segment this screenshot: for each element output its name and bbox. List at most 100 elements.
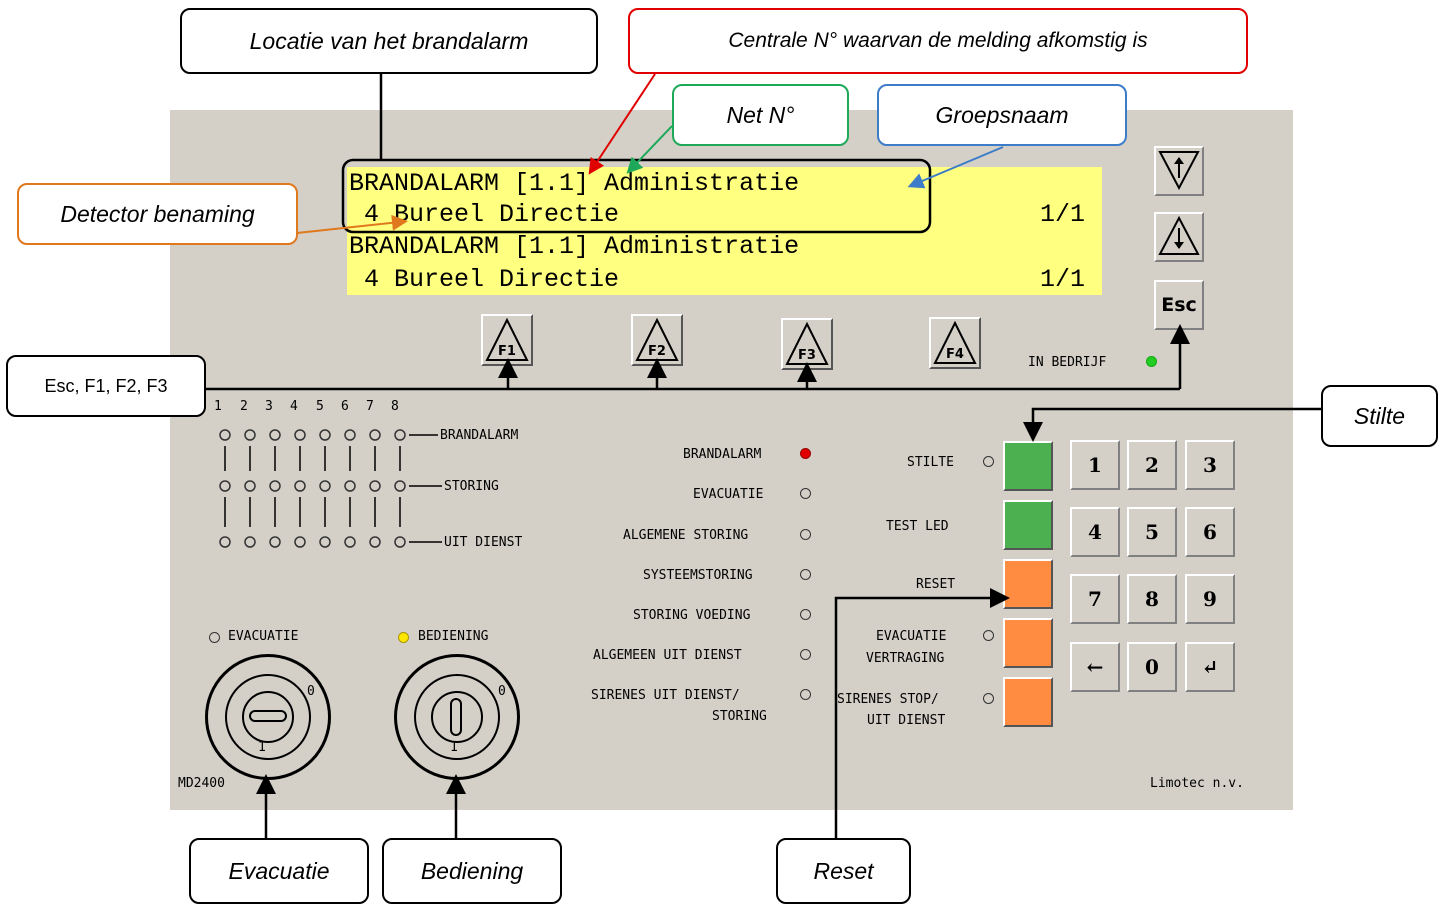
f2-label: F2 bbox=[648, 344, 666, 359]
ind-sirenes-label-1: SIRENES UIT DIENST/ bbox=[591, 688, 740, 703]
stilte-button[interactable] bbox=[1003, 441, 1053, 491]
key-slot-horizontal-icon bbox=[249, 710, 287, 722]
callout-detector: Detector benaming bbox=[17, 183, 298, 245]
zone-number-2: 2 bbox=[240, 399, 248, 414]
ind-sirenes-led bbox=[800, 689, 811, 700]
keypad-backspace[interactable]: ← bbox=[1070, 642, 1120, 692]
f1-button[interactable]: F1 bbox=[481, 314, 533, 366]
lcd-line-4: 4 Bureel Directie bbox=[349, 265, 620, 294]
f2-button[interactable]: F2 bbox=[631, 314, 683, 366]
stilte-led bbox=[983, 456, 994, 467]
ind-algemene-storing-label: ALGEMENE STORING bbox=[623, 528, 749, 543]
bediening-keyswitch[interactable] bbox=[394, 654, 520, 780]
reset-label: RESET bbox=[916, 577, 956, 592]
evac-vertraging-button[interactable] bbox=[1003, 618, 1053, 668]
keypad-9[interactable]: 9 bbox=[1185, 574, 1235, 624]
keypad-4[interactable]: 4 bbox=[1070, 507, 1120, 557]
callout-groep: Groepsnaam bbox=[877, 84, 1127, 146]
zone-number-4: 4 bbox=[290, 399, 298, 414]
lcd-line-1: BRANDALARM [1.1] Administratie bbox=[349, 169, 800, 198]
scroll-down-button[interactable] bbox=[1154, 212, 1204, 262]
keypad-0[interactable]: 0 bbox=[1127, 642, 1177, 692]
zone-number-3: 3 bbox=[265, 399, 273, 414]
ind-evacuatie-led bbox=[800, 488, 811, 499]
model-label: MD2400 bbox=[178, 776, 225, 791]
callout-locatie: Locatie van het brandalarm bbox=[180, 8, 598, 74]
f1-triangle-icon: F1 bbox=[485, 317, 529, 361]
reset-button[interactable] bbox=[1003, 559, 1053, 609]
lcd-line-3: BRANDALARM [1.1] Administratie bbox=[349, 232, 800, 261]
bediening-switch-label: BEDIENING bbox=[418, 629, 489, 644]
scroll-up-icon bbox=[1158, 151, 1200, 191]
ind-sirenes-label-2: STORING bbox=[712, 709, 767, 724]
callout-esc-f: Esc, F1, F2, F3 bbox=[6, 355, 206, 417]
evac-vertraging-led bbox=[983, 630, 994, 641]
ind-systeemstoring-led bbox=[800, 569, 811, 580]
f3-label: F3 bbox=[798, 348, 816, 363]
evacuatie-pos0: 0 bbox=[307, 684, 315, 699]
brand-label: Limotec n.v. bbox=[1150, 776, 1244, 791]
zone-number-7: 7 bbox=[366, 399, 374, 414]
zone-row-uitdienst-label: UIT DIENST bbox=[444, 535, 523, 550]
lcd-line-4-page: 1/1 bbox=[1040, 265, 1086, 294]
lcd-line-2: 4 Bureel Directie bbox=[349, 200, 620, 229]
evacuatie-keyswitch[interactable] bbox=[205, 654, 331, 780]
bediening-pos0: 0 bbox=[498, 684, 506, 699]
sirenes-stop-led bbox=[983, 693, 994, 704]
zone-row-storing-label: STORING bbox=[444, 479, 499, 494]
callout-evacuatie: Evacuatie bbox=[189, 838, 369, 904]
test-led-button[interactable] bbox=[1003, 500, 1053, 550]
sirenes-stop-label-2: UIT DIENST bbox=[867, 713, 946, 728]
keypad-8[interactable]: 8 bbox=[1127, 574, 1177, 624]
f4-triangle-icon: F4 bbox=[933, 320, 977, 364]
scroll-down-icon bbox=[1158, 215, 1200, 255]
callout-stilte: Stilte bbox=[1321, 385, 1438, 447]
callout-bediening: Bediening bbox=[382, 838, 562, 904]
f4-button[interactable]: F4 bbox=[929, 317, 981, 369]
keypad-enter[interactable]: ↵ bbox=[1185, 642, 1235, 692]
keypad-3[interactable]: 3 bbox=[1185, 440, 1235, 490]
scroll-up-button[interactable] bbox=[1154, 146, 1204, 196]
keypad-7[interactable]: 7 bbox=[1070, 574, 1120, 624]
evacuatie-switch-led bbox=[209, 632, 220, 643]
callout-centrale: Centrale N° waarvan de melding afkomstig… bbox=[628, 8, 1248, 74]
zone-row-brandalarm-label: BRANDALARM bbox=[440, 428, 519, 443]
esc-button[interactable]: Esc bbox=[1154, 280, 1204, 330]
keypad-2[interactable]: 2 bbox=[1127, 440, 1177, 490]
f3-button[interactable]: F3 bbox=[781, 318, 833, 370]
keypad-5[interactable]: 5 bbox=[1127, 507, 1177, 557]
ind-algemene-storing-led bbox=[800, 529, 811, 540]
bediening-switch-led bbox=[398, 632, 409, 643]
keypad-1[interactable]: 1 bbox=[1070, 440, 1120, 490]
ind-brandalarm-led bbox=[800, 448, 811, 459]
zone-number-5: 5 bbox=[316, 399, 324, 414]
test-led-label: TEST LED bbox=[886, 519, 949, 534]
lcd-line-2-page: 1/1 bbox=[1040, 200, 1086, 229]
evac-vertraging-label-2: VERTRAGING bbox=[866, 651, 945, 666]
evacuatie-pos1: 1 bbox=[258, 740, 266, 755]
stilte-label: STILTE bbox=[907, 455, 954, 470]
f2-triangle-icon: F2 bbox=[635, 317, 679, 361]
ind-evacuatie-label: EVACUATIE bbox=[693, 487, 764, 502]
key-slot-vertical-icon bbox=[450, 698, 462, 736]
ind-systeemstoring-label: SYSTEEMSTORING bbox=[643, 568, 753, 583]
ind-brandalarm-label: BRANDALARM bbox=[683, 447, 762, 462]
bediening-pos1: 1 bbox=[450, 740, 458, 755]
keypad-6[interactable]: 6 bbox=[1185, 507, 1235, 557]
sirenes-stop-button[interactable] bbox=[1003, 677, 1053, 727]
in-bedrijf-led bbox=[1146, 356, 1157, 367]
ind-algemeen-uit-dienst-led bbox=[800, 649, 811, 660]
ind-storing-voeding-label: STORING VOEDING bbox=[633, 608, 751, 623]
ind-storing-voeding-led bbox=[800, 609, 811, 620]
ind-algemeen-uit-dienst-label: ALGEMEEN UIT DIENST bbox=[593, 648, 742, 663]
sirenes-stop-label-1: SIRENES STOP/ bbox=[837, 692, 939, 707]
evac-vertraging-label-1: EVACUATIE bbox=[876, 629, 947, 644]
f4-label: F4 bbox=[946, 347, 964, 362]
f3-triangle-icon: F3 bbox=[785, 321, 829, 365]
zone-number-8: 8 bbox=[391, 399, 399, 414]
callout-net: Net N° bbox=[672, 84, 849, 146]
f1-label: F1 bbox=[498, 344, 516, 359]
in-bedrijf-label: IN BEDRIJF bbox=[1028, 355, 1107, 370]
zone-number-1: 1 bbox=[214, 399, 222, 414]
zone-number-6: 6 bbox=[341, 399, 349, 414]
